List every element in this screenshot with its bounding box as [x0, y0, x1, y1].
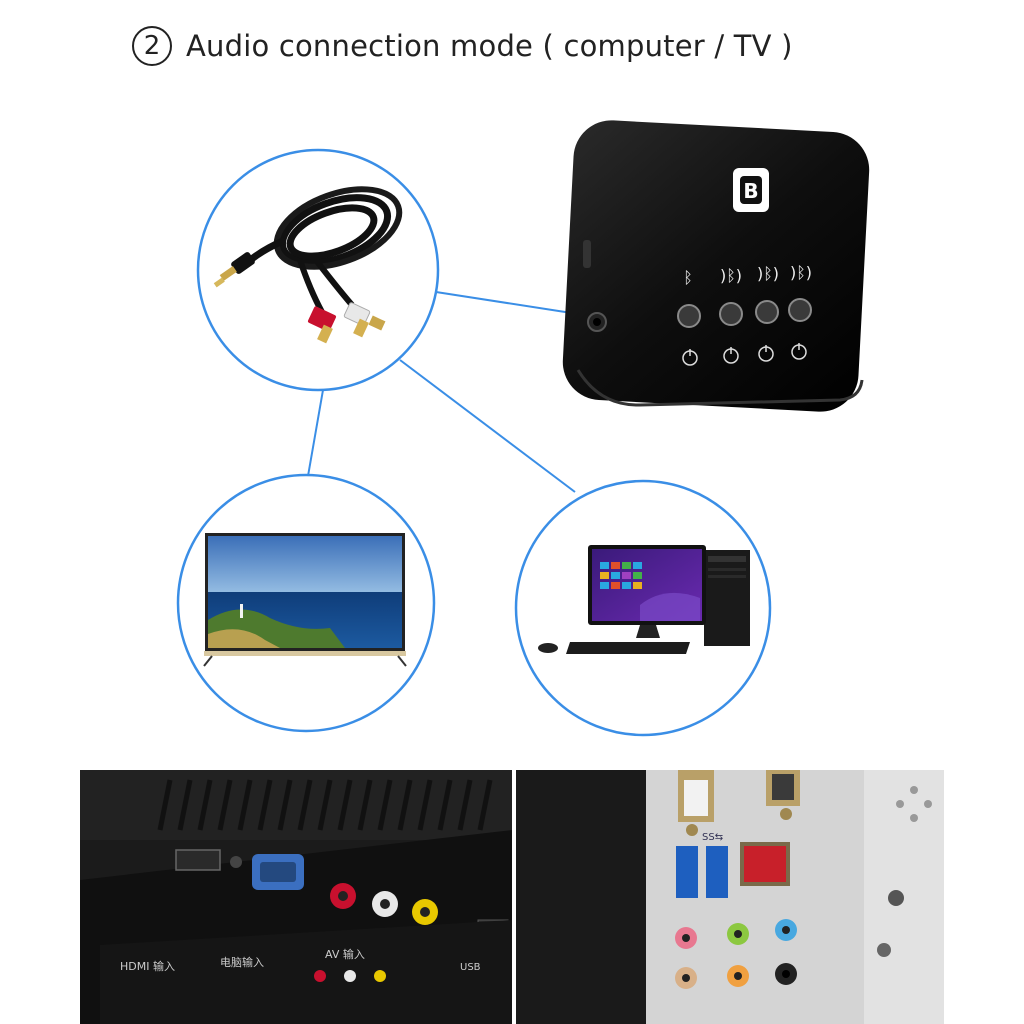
step-number: 2	[143, 31, 161, 61]
channel-3-button[interactable]	[755, 300, 779, 324]
channel-4-button[interactable]	[788, 298, 812, 322]
tv-circle	[176, 473, 436, 733]
brand-logo: B	[733, 168, 769, 212]
cable-circle	[196, 148, 440, 392]
tv-image	[203, 533, 407, 667]
windows-tiles	[600, 562, 642, 589]
page-title: 2 Audio connection mode ( computer / TV …	[132, 24, 793, 68]
pc-rear-panel-photo: SS⇆	[516, 770, 944, 1024]
line-cable-to-tv	[307, 389, 324, 477]
usb-label: USB	[460, 962, 481, 973]
line-cable-to-device	[435, 291, 579, 315]
channel-2: )ᛒ)	[719, 266, 743, 364]
title-text: Audio connection mode ( computer / TV )	[186, 29, 793, 63]
step-number-badge: 2	[132, 26, 172, 66]
channel-1-button[interactable]	[677, 304, 701, 328]
bluetooth-wave-icon: )ᛒ)	[757, 264, 779, 283]
connection-diagram: B ᛒ )ᛒ) )ᛒ) )ᛒ)	[176, 120, 870, 737]
tv-rear-panel-photo: HDMI 输入 电脑输入 AV 输入 USB	[80, 770, 512, 1024]
line-cable-to-pc	[399, 359, 576, 493]
side-slot	[583, 240, 591, 268]
brand-logo-letter: B	[743, 179, 758, 203]
channel-4: )ᛒ)	[788, 263, 812, 360]
ethernet-port	[744, 846, 786, 882]
bluetooth-wave-icon: )ᛒ)	[790, 263, 812, 282]
usb3-label: SS⇆	[702, 832, 723, 843]
usb3-port-2	[706, 846, 728, 898]
vent-slots	[157, 779, 493, 831]
bluetooth-splitter-device: B ᛒ )ᛒ) )ᛒ) )ᛒ)	[562, 120, 870, 412]
computer-circle	[514, 479, 772, 737]
bluetooth-wave-icon: )ᛒ)	[720, 266, 742, 285]
audio-jacks	[675, 919, 797, 989]
hdmi-label: HDMI 输入	[120, 959, 175, 973]
hdmi-port	[175, 849, 221, 871]
bluetooth-icon: ᛒ	[683, 268, 693, 287]
audio-cable-image	[213, 186, 403, 344]
av-input-label: AV 输入	[325, 947, 365, 961]
usb3-port-1	[676, 846, 698, 898]
channel-1: ᛒ	[677, 268, 701, 366]
computer-image	[538, 545, 750, 654]
channel-2-button[interactable]	[719, 302, 743, 326]
pc-input-label: 电脑输入	[220, 955, 264, 969]
channel-3: )ᛒ)	[755, 264, 779, 362]
connector-lines	[307, 291, 579, 493]
